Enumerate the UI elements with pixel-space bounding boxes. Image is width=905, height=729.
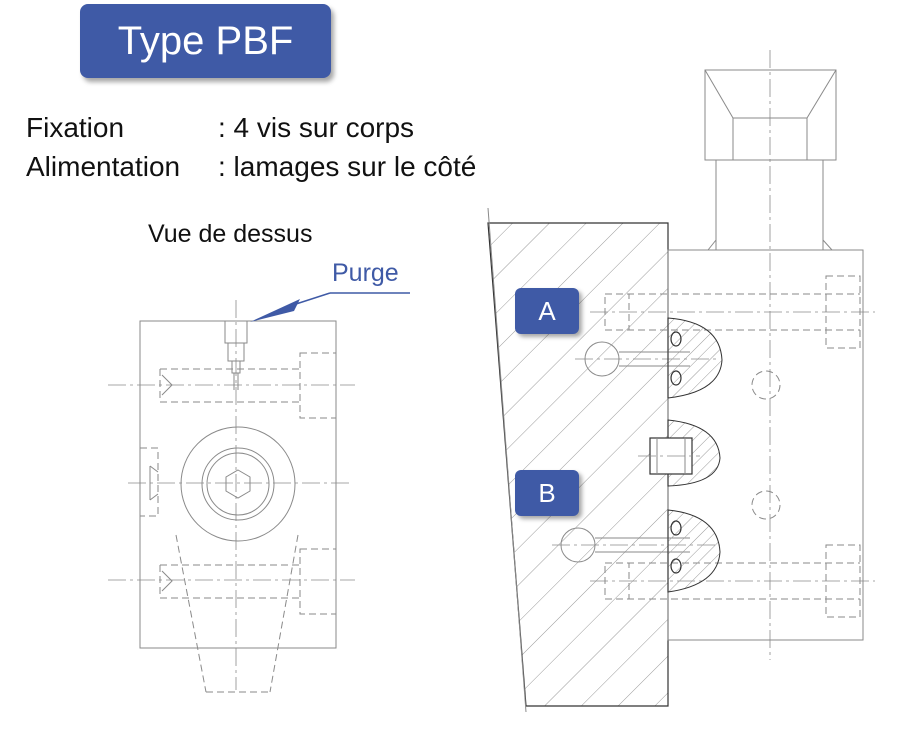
spec-label-fixation: Fixation: [26, 112, 125, 143]
spec-value-alimentation: : lamages sur le côté: [218, 151, 477, 182]
spec-value-fixation: : 4 vis sur corps: [218, 112, 415, 143]
lower-boss-section: [667, 509, 721, 593]
port-b-badge: B: [515, 470, 579, 516]
top-view-label: Vue de dessus: [148, 220, 313, 248]
purge-label: Purge: [332, 259, 399, 287]
hex-socket: [225, 469, 251, 499]
type-title-badge: Type PBF: [80, 4, 331, 78]
spec-label-alimentation: Alimentation: [26, 151, 181, 182]
valve-neck: [715, 159, 824, 251]
upper-boss-section: [667, 317, 723, 399]
top-view-body: [139, 320, 337, 649]
purge-arrow: [250, 299, 300, 322]
port-a-badge: A: [515, 288, 579, 334]
top-view-drawing: [108, 292, 410, 693]
section-view-drawing: [487, 50, 875, 713]
hex-nut: [704, 69, 837, 161]
center-boss-outer: [180, 426, 296, 542]
